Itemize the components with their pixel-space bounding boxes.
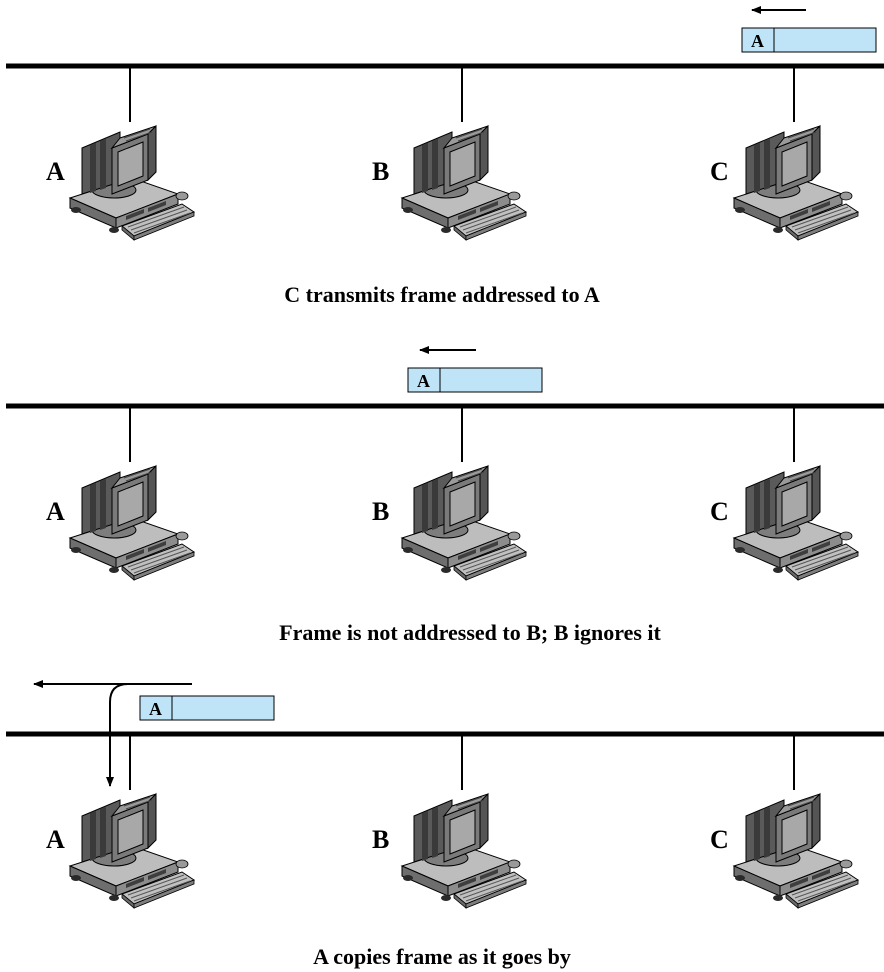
frame-box — [139, 695, 275, 721]
frame-box — [741, 27, 877, 53]
frame: A — [407, 367, 543, 393]
desktop-computer-icon — [401, 793, 527, 909]
station-label-c: C — [710, 157, 729, 186]
panel-3: A B C A A copies frame as it goes by — [6, 680, 884, 969]
panel-caption: C transmits frame addressed to A — [284, 282, 600, 307]
frame-box — [407, 367, 543, 393]
station-label-a: A — [46, 825, 65, 854]
station-label-c: C — [710, 497, 729, 526]
desktop-computer-icon — [401, 125, 527, 241]
desktop-computer-icon — [401, 465, 527, 581]
station-label-a: A — [46, 497, 65, 526]
desktop-computer-icon — [733, 465, 859, 581]
panel-2: A B C A Frame is not addressed to B; B i… — [6, 346, 884, 645]
frame-address: A — [417, 371, 430, 391]
frame-address: A — [149, 699, 162, 719]
desktop-computer-icon — [733, 125, 859, 241]
panel-caption: A copies frame as it goes by — [313, 944, 571, 969]
frame: A — [139, 695, 275, 721]
station-label-b: B — [372, 497, 389, 526]
desktop-computer-icon — [69, 793, 195, 909]
copy-arrow — [106, 683, 129, 787]
station-label-a: A — [46, 157, 65, 186]
desktop-computer-icon — [733, 793, 859, 909]
panel-caption: Frame is not addressed to B; B ignores i… — [279, 620, 661, 645]
desktop-computer-icon — [69, 125, 195, 241]
station-label-b: B — [372, 157, 389, 186]
frame-address: A — [751, 31, 764, 51]
panel-1: A B C A C transmits frame addressed to A — [6, 6, 884, 307]
station-label-b: B — [372, 825, 389, 854]
frame: A — [741, 27, 877, 53]
station-label-c: C — [710, 825, 729, 854]
desktop-computer-icon — [69, 465, 195, 581]
